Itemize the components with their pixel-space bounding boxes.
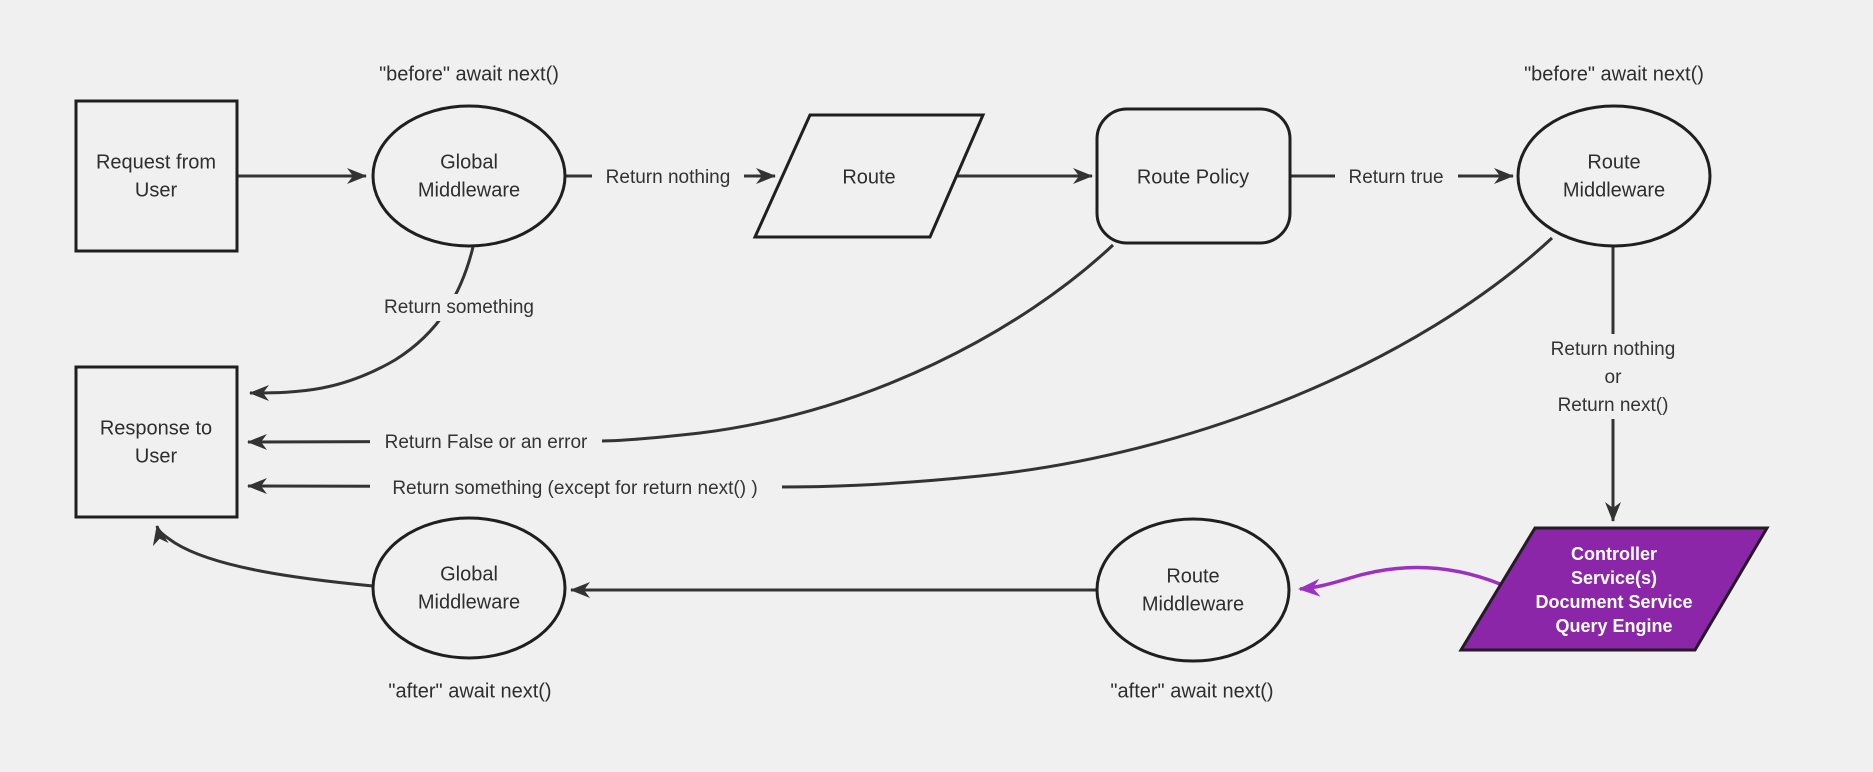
global-middleware-top-label-line1: Global <box>440 151 498 173</box>
controller-services-label-line4: Query Engine <box>1555 616 1672 636</box>
edge-label-return-nothing-or-line1: Return nothing <box>1551 339 1676 360</box>
edge-label-return-true: Return true <box>1348 167 1443 188</box>
response-to-user-node <box>74 365 239 519</box>
edge-label-return-false-or-error: Return False or an error <box>385 432 588 453</box>
controller-services-label-line2: Service(s) <box>1571 568 1657 588</box>
edge-label-return-something-except: Return something (except for return next… <box>392 478 757 499</box>
request-from-user-node <box>74 99 239 253</box>
after-await-annotation-left: "after" await next() <box>388 680 551 702</box>
route-middleware-top-label-line2: Middleware <box>1563 179 1665 201</box>
route-middleware-top-node <box>1516 104 1712 248</box>
edge-label-background <box>1533 334 1693 419</box>
response-to-user-label-line1: Response to <box>100 417 212 439</box>
edge-controller-to-route-middleware-bottom <box>1298 565 1501 597</box>
edge-label-background <box>370 474 782 501</box>
global-middleware-bottom-node <box>371 516 567 660</box>
global-middleware-bottom-label-line2: Middleware <box>418 591 520 613</box>
request-from-user-label-line1: Request from <box>96 151 216 173</box>
route-middleware-bottom-label-line1: Route <box>1166 565 1219 587</box>
edge-return-something-to-response <box>249 246 475 401</box>
after-await-annotation-right: "after" await next() <box>1110 680 1273 702</box>
edge-label-return-nothing-or-line3: Return next() <box>1558 395 1669 416</box>
route-middleware-bottom-label-line2: Middleware <box>1142 593 1244 615</box>
global-middleware-bottom-label-line1: Global <box>440 563 498 585</box>
edge-label-background <box>1335 162 1458 191</box>
route-policy-node <box>1095 107 1292 245</box>
edge-route-policy-to-response <box>247 243 1115 450</box>
response-to-user-label-line2: User <box>135 445 178 467</box>
before-await-annotation-right: "before" await next() <box>1524 63 1704 85</box>
request-from-user-label-line2: User <box>135 179 178 201</box>
edge-label-return-nothing: Return nothing <box>606 167 731 188</box>
controller-services-node <box>1458 526 1770 652</box>
edge-label-background <box>370 429 602 456</box>
edge-label-background <box>592 162 744 191</box>
route-middleware-top-label-line1: Route <box>1587 151 1640 173</box>
controller-services-label-line1: Controller <box>1571 544 1657 564</box>
route-policy-label: Route Policy <box>1137 166 1249 188</box>
edge-label-background <box>373 294 545 321</box>
global-middleware-top-label-line2: Middleware <box>418 179 520 201</box>
controller-services-label-line3: Document Service <box>1535 592 1692 612</box>
before-await-annotation-left: "before" await next() <box>379 63 559 85</box>
route-node <box>752 113 986 239</box>
edge-label-return-something: Return something <box>384 297 534 318</box>
global-middleware-top-node <box>371 104 567 248</box>
edge-route-middleware-to-response <box>247 236 1554 495</box>
edge-global-middleware-bottom-to-response <box>152 525 374 588</box>
route-label: Route <box>842 166 895 188</box>
route-middleware-bottom-node <box>1095 517 1291 663</box>
edge-label-return-nothing-or-line2: or <box>1605 367 1623 388</box>
